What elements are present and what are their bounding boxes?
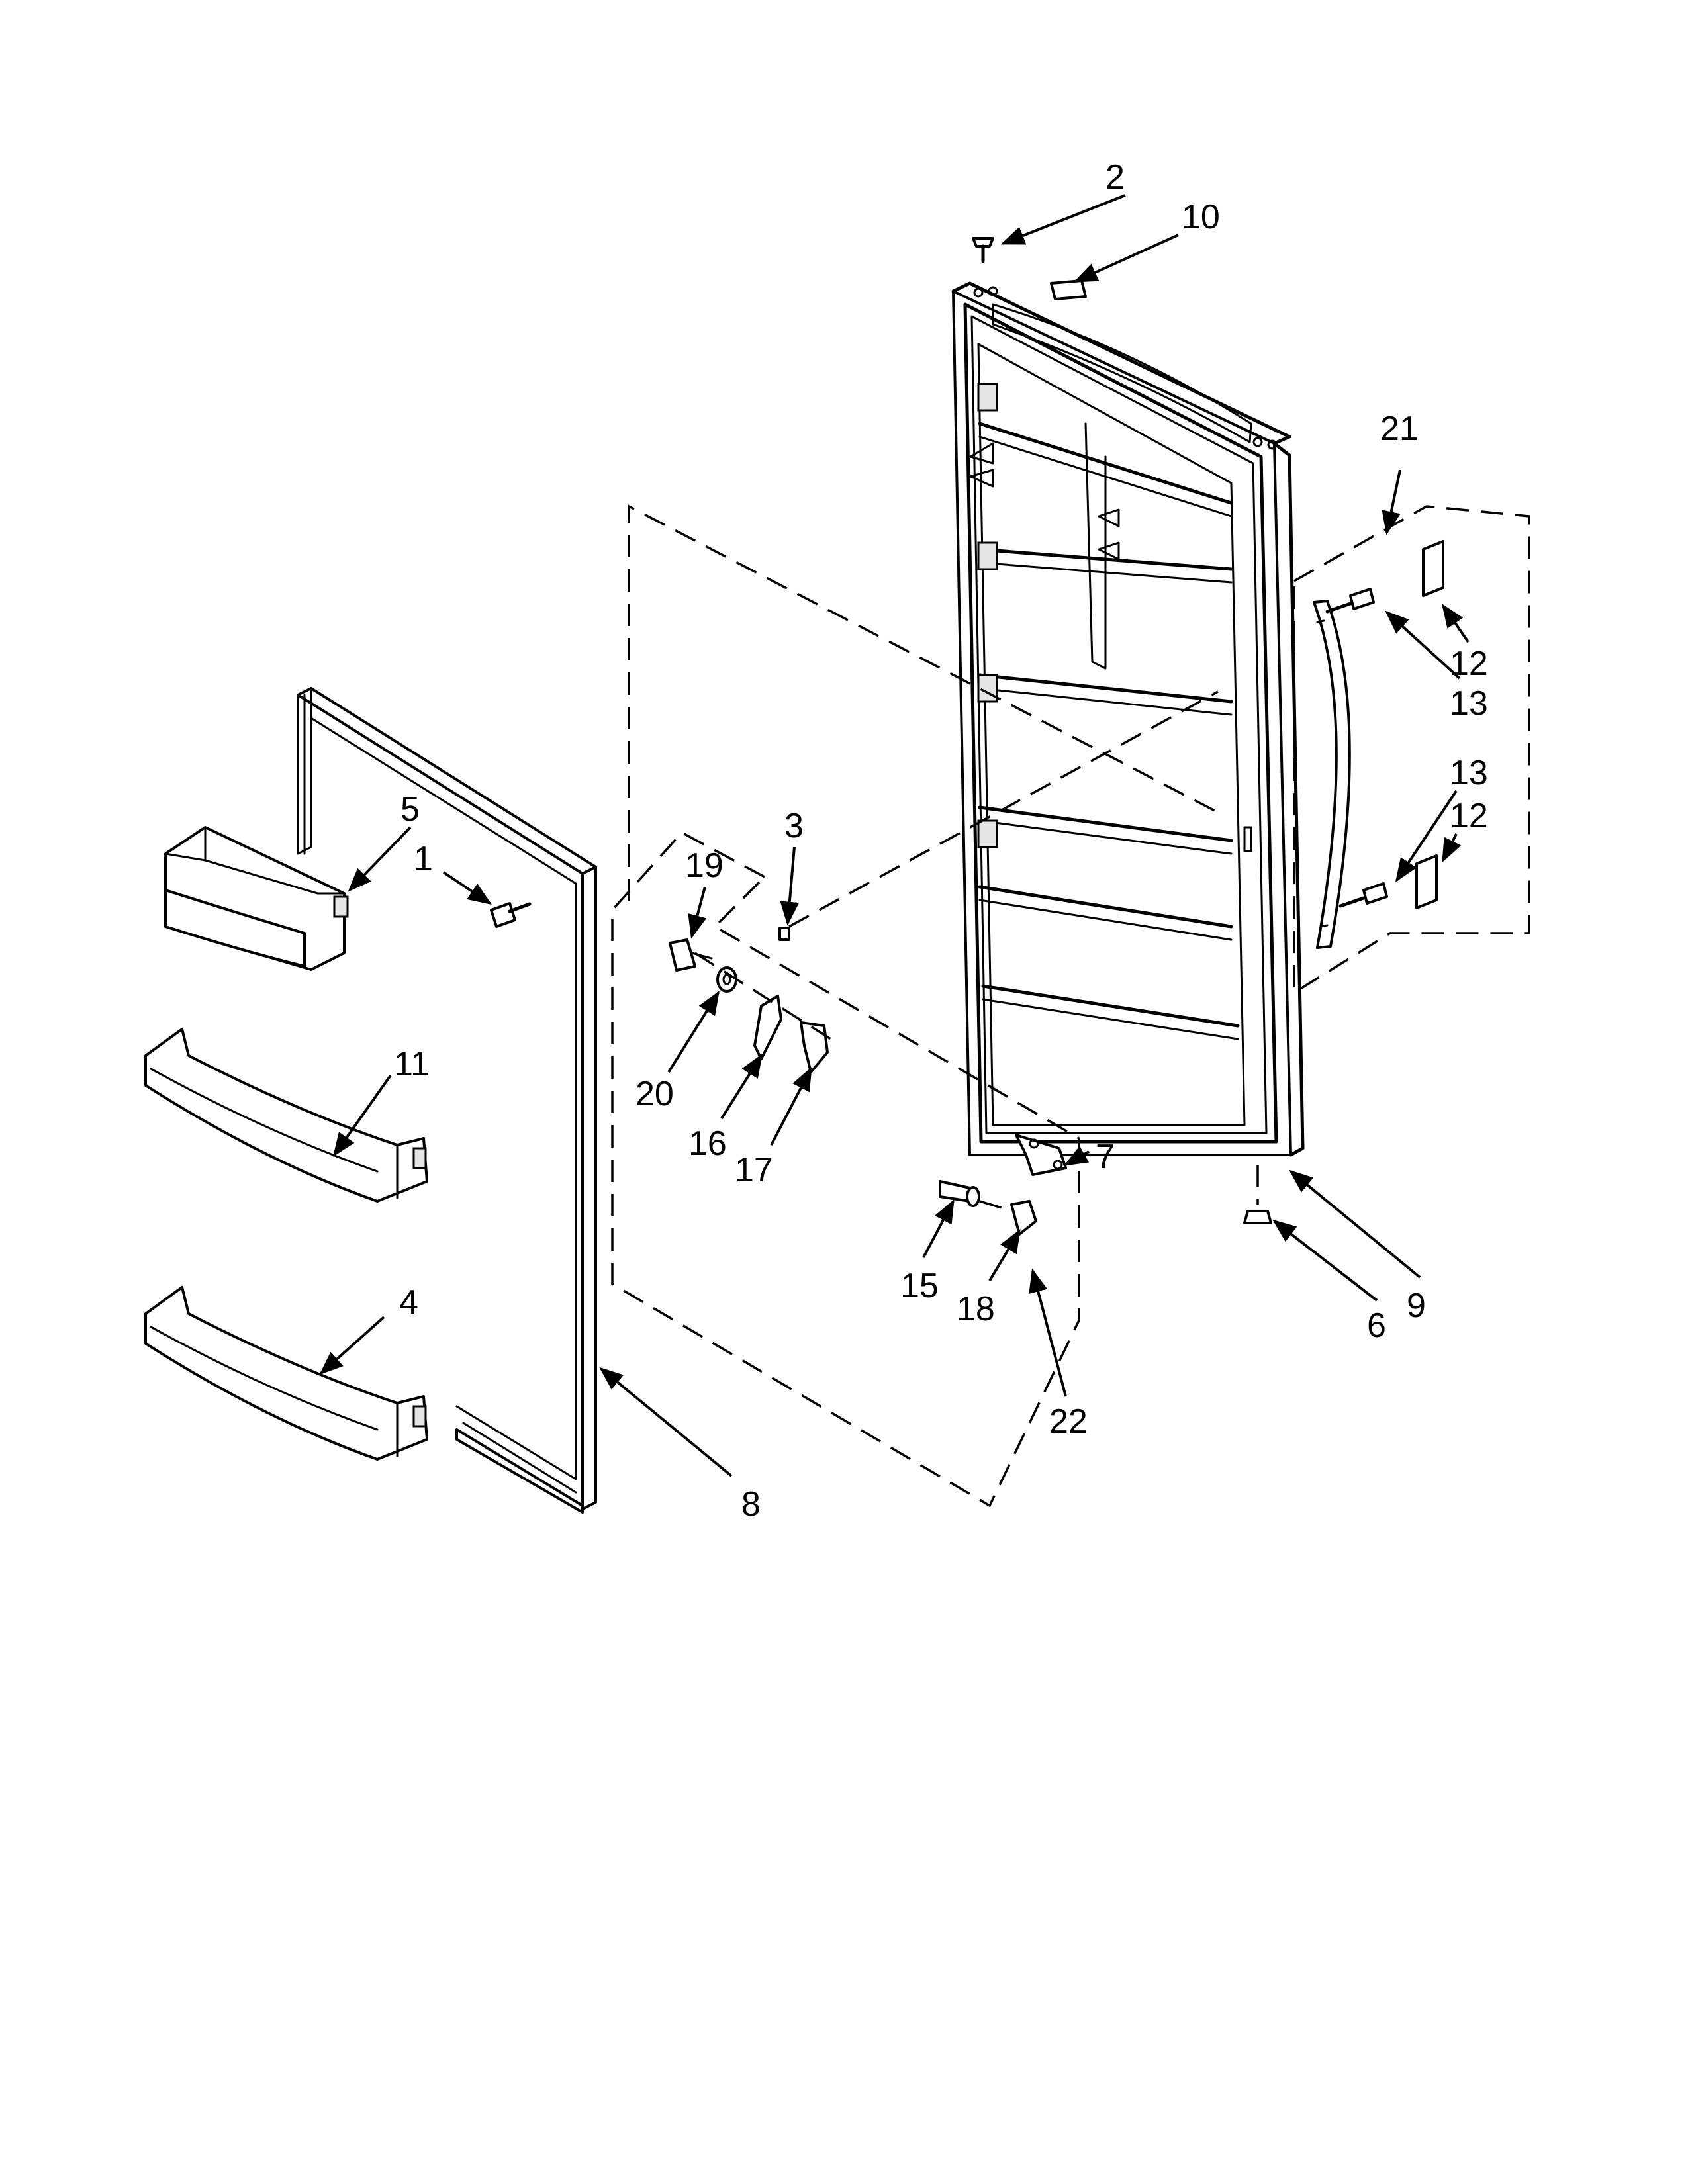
callout-17: 17: [735, 1151, 773, 1189]
callout-6: 6: [1367, 1306, 1386, 1345]
callout-2: 2: [1105, 158, 1125, 197]
callout-18: 18: [957, 1290, 995, 1328]
deep-door-bin: [164, 826, 349, 971]
callout-13: 13: [1450, 754, 1488, 792]
callout-16: 16: [688, 1124, 727, 1163]
door-gasket: [297, 687, 597, 1514]
callout-3: 3: [784, 807, 804, 845]
callout-1: 1: [414, 840, 433, 878]
refrigerator-door: [951, 281, 1305, 1157]
callout-22: 22: [1049, 1402, 1088, 1441]
bottom-nut: [1243, 1165, 1272, 1224]
callout-15: 15: [900, 1267, 939, 1305]
door-shelf-lower: [144, 1286, 428, 1461]
callout-8: 8: [741, 1485, 761, 1524]
top-screw: [972, 237, 994, 263]
callout-7: 7: [1096, 1138, 1115, 1176]
bin-screw: [490, 902, 532, 928]
door-shelf-upper: [144, 1028, 428, 1203]
callout-5: 5: [400, 790, 420, 829]
callout-12: 12: [1450, 645, 1488, 683]
callout-labels: 2 10 21 12 13 13 12 5 1 19 3 20 16 17 11…: [394, 158, 1488, 1524]
leader-lines: [319, 194, 1470, 1477]
callout-10: 10: [1182, 198, 1220, 236]
hinge-kit: [611, 504, 1219, 1508]
callout-21: 21: [1380, 410, 1419, 448]
callout-19: 19: [685, 846, 724, 885]
callout-11: 11: [394, 1045, 430, 1083]
callout-20: 20: [635, 1075, 674, 1113]
callout-4: 4: [399, 1283, 418, 1322]
callout-13: 13: [1450, 684, 1488, 723]
door-label: [1050, 279, 1087, 300]
callout-12: 12: [1450, 797, 1488, 835]
callout-9: 9: [1407, 1287, 1426, 1325]
handle-kit: [1293, 505, 1530, 995]
